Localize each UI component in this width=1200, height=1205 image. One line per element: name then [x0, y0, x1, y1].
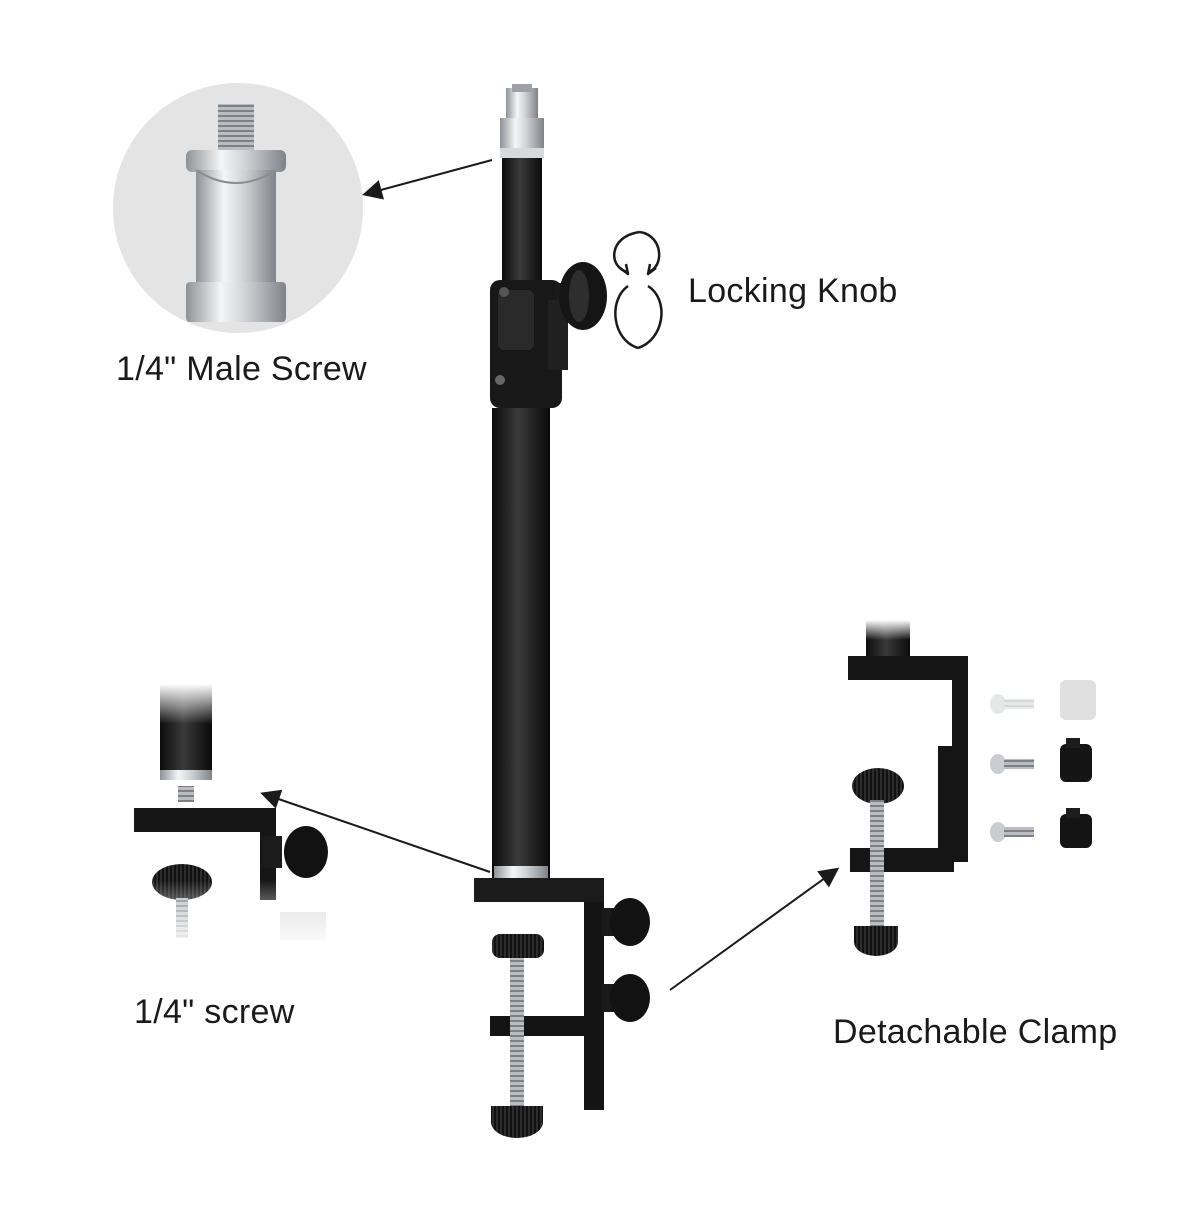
spare-knob-faded: [990, 680, 1096, 720]
quarter-screw-arrow: [260, 789, 491, 873]
detachable-clamp-detail: [848, 620, 1096, 956]
quarter-screw-label: 1/4" screw: [134, 993, 295, 1031]
detail-clamp-plate: [134, 808, 276, 900]
clamp-tightening-screw[interactable]: [491, 934, 544, 1138]
male-screw-label: 1/4" Male Screw: [116, 350, 367, 388]
detachable-clamp-label: Detachable Clamp: [833, 1013, 1118, 1051]
detachable-clamp-arrow: [669, 867, 840, 991]
male-screw-arrow: [362, 159, 493, 200]
quarter-screw-detail: [120, 684, 340, 950]
detail-side-knob: [284, 826, 328, 878]
locking-collar: [490, 280, 568, 408]
rotation-arrows-icon: [613, 230, 663, 350]
locking-knob-label: Locking Knob: [688, 272, 898, 310]
top-spigot: [506, 88, 538, 120]
light-stand-pole: [490, 84, 607, 880]
clamp-side-knob-lower[interactable]: [602, 974, 650, 1022]
detachable-clamp-screw[interactable]: [852, 768, 904, 956]
male-screw-inset: [113, 83, 363, 333]
spare-knob-1: [990, 738, 1092, 782]
male-screw-icon: [186, 104, 286, 322]
locking-knob-icon[interactable]: [556, 262, 607, 330]
clamp-side-knob-upper[interactable]: [602, 898, 650, 946]
spare-knob-2: [990, 808, 1092, 848]
quarter-screw-thread: [178, 786, 194, 802]
main-clamp: [474, 878, 650, 1138]
